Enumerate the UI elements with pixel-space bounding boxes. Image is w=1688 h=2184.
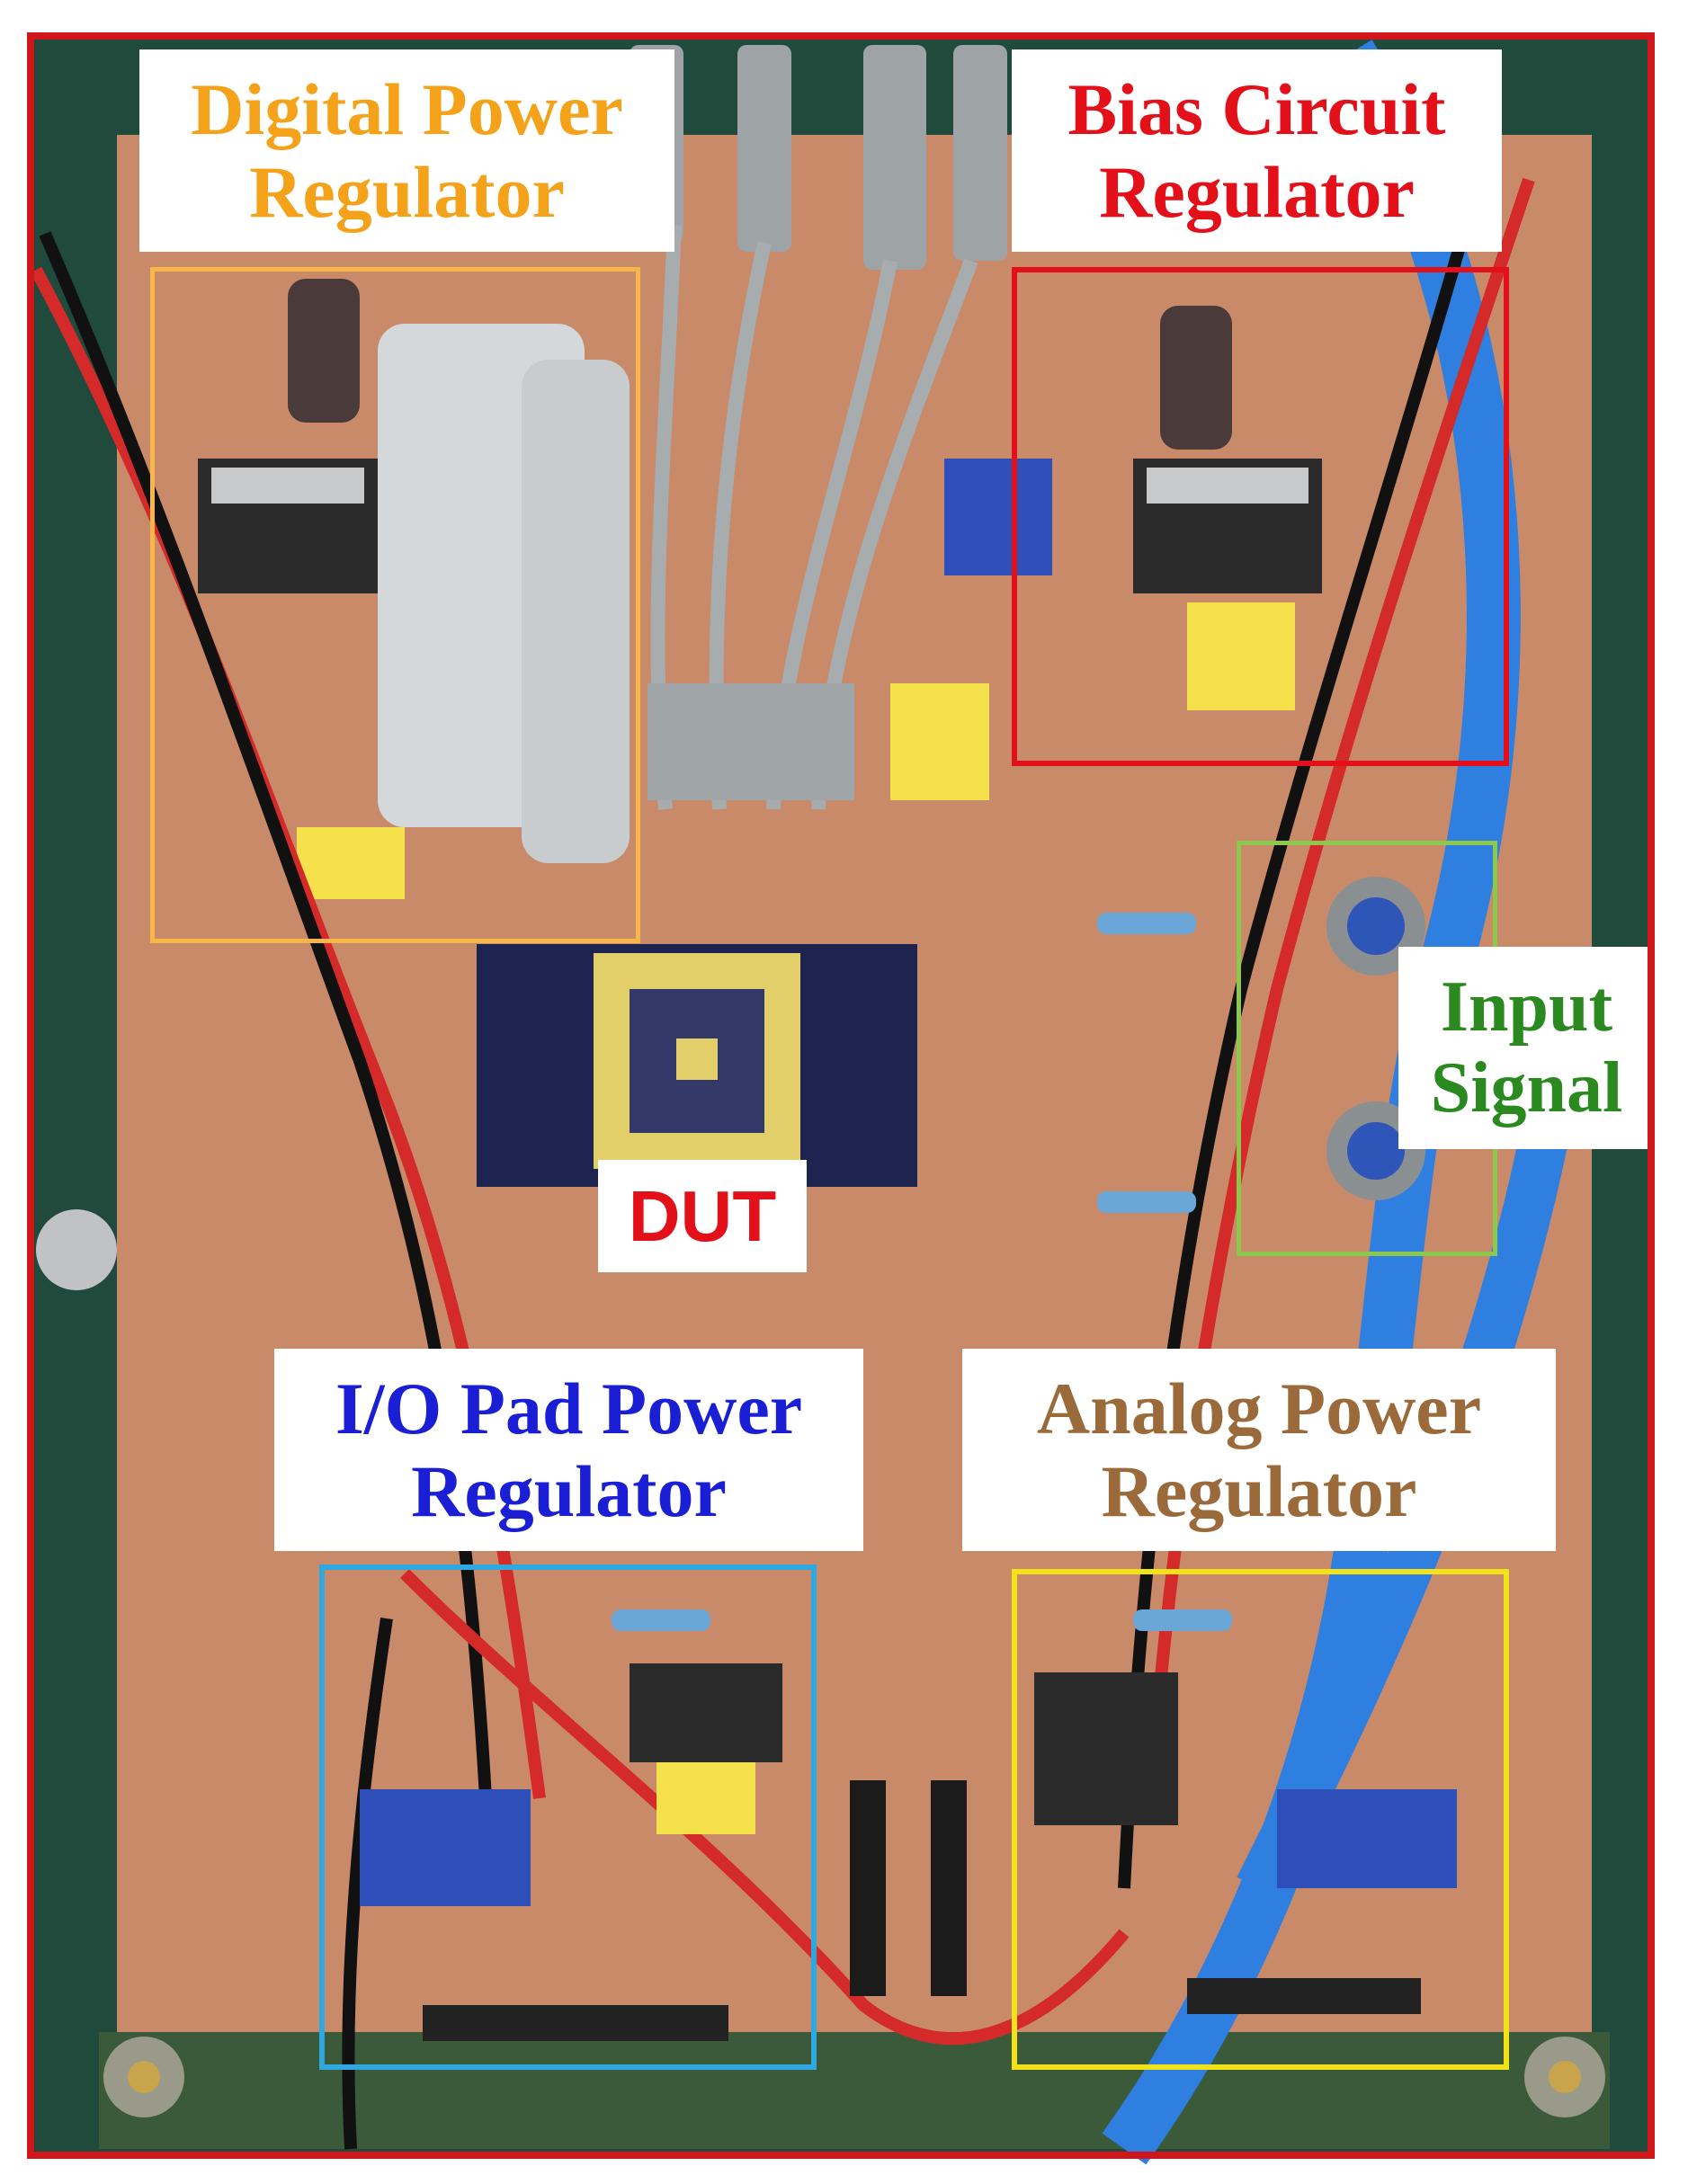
analog-label-line1: Analog Power <box>1036 1367 1482 1449</box>
analog-label-line2: Regulator <box>1101 1449 1417 1532</box>
dut-label: DUT <box>598 1160 807 1272</box>
yellow-capacitor <box>297 827 405 899</box>
trimmer-pot <box>360 1789 531 1906</box>
resistor <box>1097 913 1196 934</box>
io-regulator-region <box>319 1564 817 2070</box>
trimmer-pot <box>944 459 1052 575</box>
resistor <box>1133 1609 1232 1631</box>
pin-header <box>931 1780 967 1996</box>
io-label-line2: Regulator <box>411 1449 727 1532</box>
io-pad-power-regulator-label: I/O Pad Power Regulator <box>274 1349 863 1551</box>
yellow-capacitor <box>656 1762 755 1834</box>
trimmer-pot <box>1277 1789 1457 1888</box>
digital-power-regulator-label: Digital Power Regulator <box>139 49 674 252</box>
capacitor <box>1160 306 1232 450</box>
knob <box>36 1209 117 1290</box>
pin-header <box>850 1780 886 1996</box>
digital-regulator-region <box>150 267 640 943</box>
resistor <box>1097 1191 1196 1213</box>
yellow-capacitor <box>1187 602 1295 710</box>
digital-label-line1: Digital Power <box>191 67 623 150</box>
pin-header <box>1187 1978 1421 2014</box>
input-label-line2: Signal <box>1430 1047 1623 1128</box>
yellow-capacitor <box>890 683 989 800</box>
digital-label-line2: Regulator <box>249 150 565 233</box>
io-label-line1: I/O Pad Power <box>335 1367 803 1449</box>
analog-regulator-region <box>1012 1569 1509 2070</box>
input-signal-label: Input Signal <box>1398 947 1655 1149</box>
bias-regulator-region <box>1012 267 1509 766</box>
grey-connector-block <box>648 683 854 800</box>
regulator-chip <box>1034 1672 1178 1825</box>
bias-label-line2: Regulator <box>1099 150 1415 233</box>
capacitor <box>288 279 360 423</box>
pin-header <box>423 2005 728 2041</box>
dut-label-text: DUT <box>628 1175 777 1256</box>
input-label-line1: Input <box>1440 967 1613 1047</box>
regulator-chip <box>630 1663 782 1762</box>
analog-power-regulator-label: Analog Power Regulator <box>962 1349 1556 1551</box>
bias-label-line1: Bias Circuit <box>1067 67 1446 150</box>
bias-circuit-regulator-label: Bias Circuit Regulator <box>1012 49 1502 252</box>
resistor <box>612 1609 710 1631</box>
